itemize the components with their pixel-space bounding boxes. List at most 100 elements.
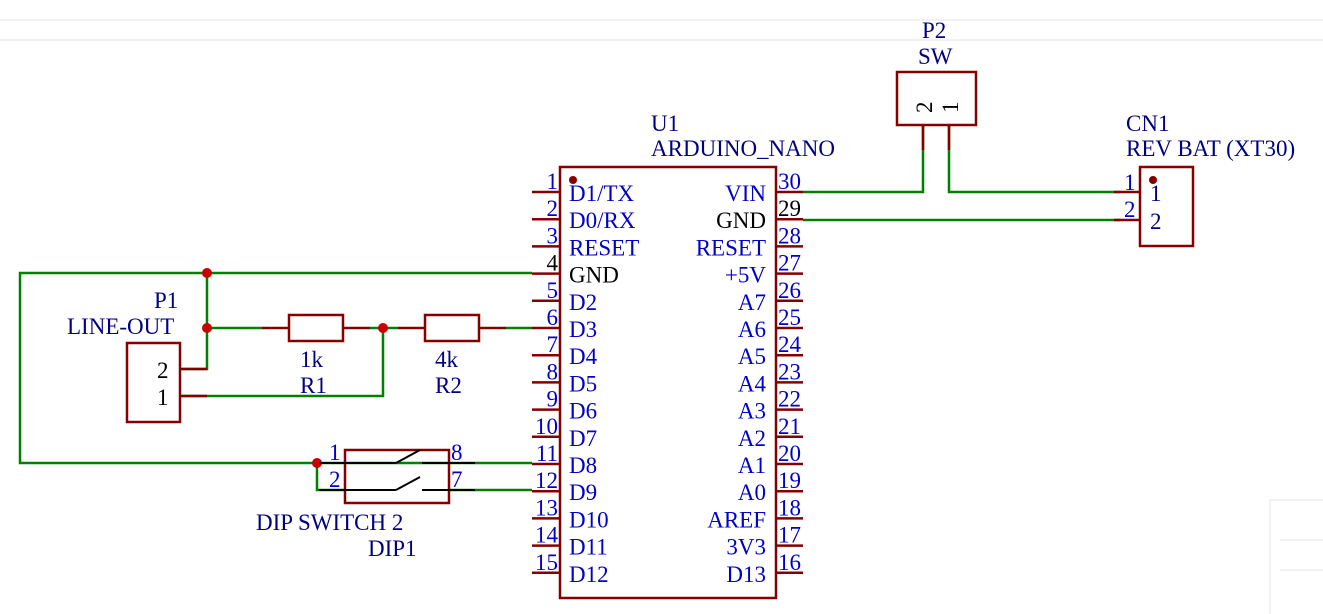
wire-p1-pin2 — [182, 273, 209, 371]
u1-pin-name: GND — [716, 208, 766, 233]
r1-value: 1k — [300, 347, 324, 372]
u1-pin-name: A0 — [738, 480, 766, 505]
cn1-pin1-marker — [1149, 176, 1157, 184]
u1-pin-number: 15 — [535, 550, 558, 575]
dip1-value: DIP SWITCH 2 — [256, 510, 403, 535]
u1-pin-number: 20 — [778, 441, 801, 466]
r1-resistor[interactable]: 1k R1 — [262, 313, 370, 398]
u1-pin-number: 11 — [536, 441, 558, 466]
u1-pin-stubs — [532, 190, 803, 575]
u1-pin-number: 12 — [535, 468, 558, 493]
p2-ref: P2 — [922, 18, 946, 43]
r2-resistor[interactable]: 4k R2 — [398, 313, 506, 398]
u1-pin-name: GND — [569, 263, 619, 288]
u1-pin-number: 5 — [547, 278, 559, 303]
u1-pin-number: 27 — [778, 251, 801, 276]
cn1-ref: CN1 — [1126, 111, 1169, 136]
p1-pin-2-label: 2 — [157, 358, 169, 383]
u1-pin-number: 30 — [778, 169, 801, 194]
r1-body — [287, 313, 345, 343]
u1-pin1-marker — [569, 176, 577, 184]
p2-switch-connector[interactable]: P2 SW 2 1 — [895, 18, 978, 150]
r1-ref: R1 — [300, 373, 327, 398]
p2-body — [895, 70, 978, 127]
u1-pin-name: D0/RX — [569, 208, 636, 233]
u1-pin-number: 22 — [778, 387, 801, 412]
u1-ref: U1 — [651, 111, 679, 136]
r2-body — [423, 313, 481, 343]
wire-sw-bat — [947, 125, 1120, 194]
u1-pin-name: D1/TX — [569, 181, 635, 206]
u1-pin-name: D3 — [569, 317, 597, 342]
u1-pin-number: 8 — [547, 359, 559, 384]
u1-pin-number: 2 — [547, 196, 559, 221]
wire-p1-pin1 — [182, 328, 385, 398]
u1-pin-name: D7 — [569, 426, 597, 451]
dip1-switch-contacts — [319, 449, 475, 491]
p1-body — [125, 341, 182, 424]
junction-dot — [202, 268, 212, 278]
dip1-body — [343, 448, 451, 505]
u1-pin-name: D10 — [569, 507, 609, 532]
dip1-pin-2-num: 2 — [329, 467, 341, 492]
u1-pin-number: 19 — [778, 468, 801, 493]
u1-pin-number: 24 — [778, 332, 802, 357]
u1-pin-name: D4 — [569, 344, 598, 369]
junctions — [202, 268, 388, 468]
u1-pin-name: D13 — [726, 562, 766, 587]
u1-pin-number: 7 — [547, 332, 559, 357]
u1-pin-name: RESET — [569, 235, 639, 260]
u1-pin-number: 16 — [778, 550, 801, 575]
u1-pin-name: A1 — [738, 453, 766, 478]
dip1-ref: DIP1 — [368, 536, 417, 561]
dip1-pin-8-num: 8 — [451, 440, 463, 465]
u1-pin-name: VIN — [725, 181, 766, 206]
u1-pin-number: 14 — [535, 523, 559, 548]
cn1-pin-2-name: 2 — [1150, 209, 1162, 234]
u1-pin-number: 26 — [778, 278, 801, 303]
u1-pin-name: D9 — [569, 480, 597, 505]
u1-pin-name: D11 — [569, 535, 608, 560]
cn1-value: REV BAT (XT30) — [1126, 136, 1295, 161]
p2-value: SW — [918, 44, 953, 69]
u1-pin-name: A4 — [738, 371, 767, 396]
wire-gnd-loop — [18, 271, 532, 465]
u1-pin-number: 23 — [778, 359, 801, 384]
p1-ref: P1 — [154, 288, 178, 313]
p2-pin-1-label: 1 — [938, 102, 963, 114]
u1-pin-number: 1 — [547, 169, 559, 194]
junction-dot — [312, 458, 322, 468]
u1-pin-number: 28 — [778, 223, 801, 248]
u1-pin-name: D12 — [569, 562, 609, 587]
u1-pin-number: 6 — [547, 305, 559, 330]
cn1-pin-1-name: 1 — [1150, 181, 1162, 206]
u1-pin-name: A6 — [738, 317, 766, 342]
u1-value: ARDUINO_NANO — [651, 136, 835, 161]
u1-pin-number: 10 — [535, 414, 558, 439]
u1-pin-number: 9 — [547, 387, 559, 412]
p1-line-out-connector[interactable]: P1 LINE-OUT 2 1 — [67, 288, 207, 424]
u1-pin-number: 18 — [778, 495, 801, 520]
cn1-pin-2-num: 2 — [1124, 197, 1136, 222]
u1-pin-name: A7 — [738, 290, 766, 315]
u1-pin-number: 29 — [778, 196, 801, 221]
r2-ref: R2 — [435, 373, 462, 398]
u1-pin-name: A3 — [738, 399, 766, 424]
cn1-body — [1138, 165, 1195, 248]
p1-value: LINE-OUT — [67, 314, 174, 339]
u1-pin-name: D5 — [569, 371, 597, 396]
u1-pin-name: A2 — [738, 426, 766, 451]
u1-pin-name: D6 — [569, 399, 597, 424]
u1-pin-name: 3V3 — [726, 535, 766, 560]
u1-pin-name: +5V — [725, 263, 766, 288]
u1-pin-number: 13 — [535, 495, 558, 520]
dip1-dip-switch[interactable]: 1 2 8 7 DIP SWITCH 2 DIP1 — [256, 440, 475, 561]
u1-pin-number: 17 — [778, 523, 801, 548]
u1-pin-name: D8 — [569, 453, 597, 478]
cn1-battery-connector[interactable]: CN1 REV BAT (XT30) 1 2 1 2 — [1114, 111, 1295, 248]
junction-dot — [378, 323, 388, 333]
r2-value: 4k — [435, 347, 459, 372]
